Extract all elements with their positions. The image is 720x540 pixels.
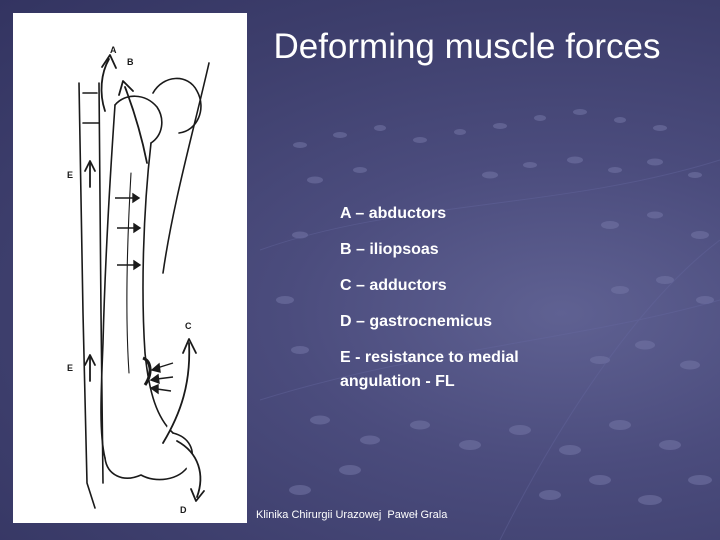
fascia-band-inner — [98, 82, 104, 484]
femoral-neck — [114, 95, 163, 144]
label-e-upper: E — [67, 170, 73, 180]
force-arrow-5 — [156, 376, 174, 380]
femur-shaft-medial — [142, 142, 174, 434]
force-arrow-6 — [156, 388, 172, 392]
slide-title: Deforming muscle forces — [273, 27, 661, 66]
slide-footer: Klinika Chirurgii Urazowej Paweł Grala — [256, 509, 448, 521]
label-d: D — [180, 505, 187, 515]
femoral-head — [152, 77, 202, 134]
femur-shaft-lateral — [100, 104, 116, 459]
distal-condyle — [104, 432, 193, 481]
fascia-band-outer — [78, 82, 96, 509]
legend-item-d: D – gastrocnemicus — [340, 313, 493, 330]
legend-item-e: E - resistance to medial angulation - FL — [340, 349, 519, 390]
arrow-d-gastrocnemius — [176, 440, 202, 498]
muscle-legend-list: A – abductors B – iliopsoas C – adductor… — [340, 202, 600, 406]
label-a: A — [110, 45, 117, 55]
legend-item-b: B – iliopsoas — [340, 241, 439, 258]
femur-diagram-panel: A B E E C D — [13, 13, 247, 523]
legend-item-c: C – adductors — [340, 277, 447, 294]
label-e-lower: E — [67, 363, 73, 373]
arrow-b-iliopsoas — [124, 86, 148, 164]
label-c: C — [185, 321, 192, 331]
femur-muscle-forces-diagram: A B E E C D — [67, 45, 210, 515]
arrow-a-abductors — [100, 58, 110, 112]
legend-item-a: A – abductors — [340, 205, 447, 222]
arrow-c-adductors — [162, 342, 191, 444]
label-b: B — [127, 57, 134, 67]
